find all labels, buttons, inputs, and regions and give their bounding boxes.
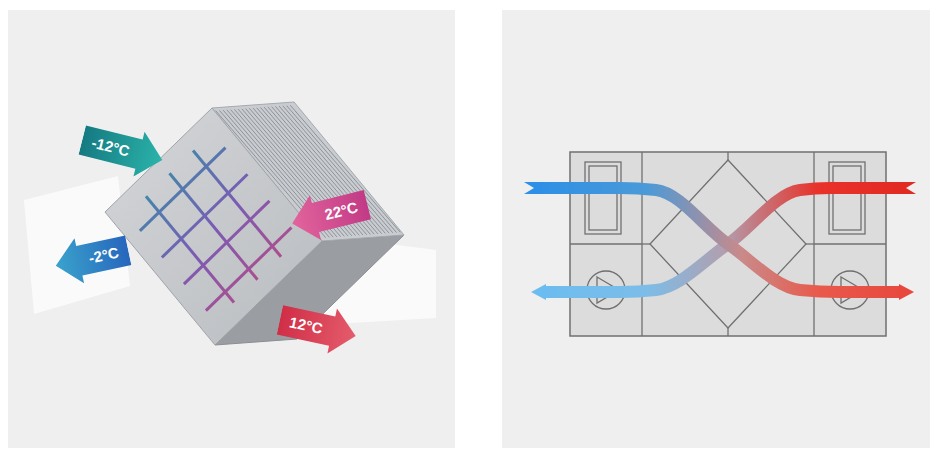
temperature-arrow: 22°C [287, 182, 373, 245]
air-plane [24, 176, 130, 314]
panel [502, 10, 930, 448]
temperature-arrow: -12°C [76, 118, 167, 183]
panel [8, 10, 455, 448]
temperature-arrow: -2°C [51, 228, 133, 288]
temperature-arrow: 12°C [275, 297, 360, 358]
plate-lines [140, 148, 292, 311]
airflows [524, 182, 916, 300]
